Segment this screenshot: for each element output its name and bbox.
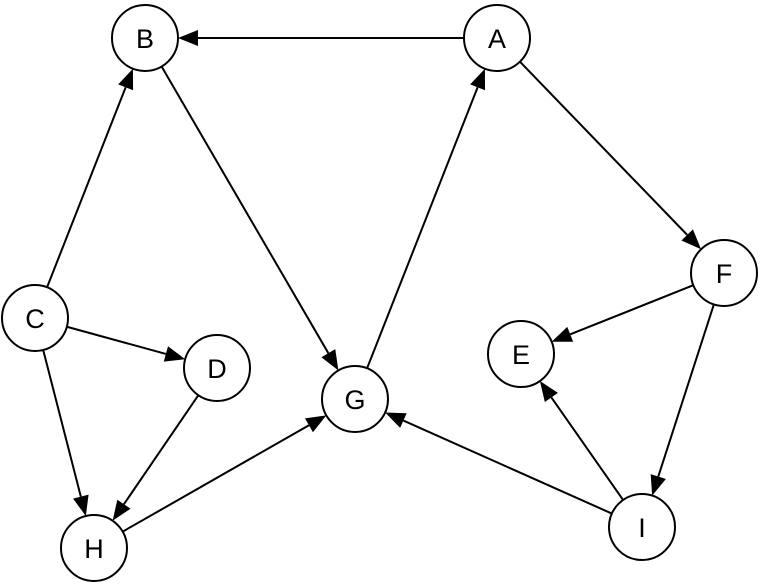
node-circle — [690, 239, 758, 307]
node-circle — [60, 514, 128, 582]
edge-line — [657, 304, 715, 477]
edge-A-B — [178, 30, 464, 46]
arrowhead-icon — [321, 349, 339, 371]
arrowhead-icon — [118, 68, 134, 91]
arrowhead-icon — [305, 415, 327, 433]
edge-line — [160, 66, 330, 354]
edge-C-B — [46, 68, 134, 288]
node-D: D — [183, 334, 251, 402]
arrowhead-icon — [112, 499, 131, 521]
node-G: G — [321, 365, 389, 433]
node-I: I — [608, 493, 676, 561]
edge-line — [123, 394, 200, 505]
arrowhead-icon — [551, 326, 574, 342]
edge-F-I — [650, 304, 715, 496]
arrowhead-icon — [73, 494, 89, 517]
node-label: G — [344, 385, 365, 415]
nodes-layer: A B C D E F G H I — [1, 4, 758, 582]
edge-A-F — [519, 61, 702, 250]
edge-line — [66, 325, 167, 355]
edge-B-G — [160, 66, 339, 371]
node-label: A — [488, 24, 506, 54]
edge-line — [550, 396, 624, 501]
node-label: C — [25, 304, 45, 334]
node-E: E — [487, 320, 555, 388]
node-circle — [487, 320, 555, 388]
node-A: A — [463, 4, 531, 72]
edge-C-D — [66, 325, 186, 362]
edge-G-A — [366, 68, 486, 369]
node-circle — [463, 4, 531, 72]
node-circle — [1, 284, 69, 352]
edge-line — [519, 61, 688, 236]
arrowhead-icon — [470, 68, 486, 91]
edge-I-G — [385, 412, 613, 515]
node-H: H — [60, 514, 128, 582]
edge-line — [42, 349, 82, 497]
node-label: F — [716, 259, 733, 289]
edge-D-H — [112, 394, 200, 521]
node-circle — [111, 4, 179, 72]
arrowhead-icon — [385, 412, 407, 428]
node-circle — [608, 493, 676, 561]
arrowhead-icon — [681, 229, 702, 250]
edge-line — [569, 284, 694, 336]
arrowhead-icon — [163, 346, 186, 362]
node-B: B — [111, 4, 179, 72]
arrowhead-icon — [650, 474, 666, 496]
node-C: C — [1, 284, 69, 352]
node-label: E — [512, 340, 530, 370]
edge-line — [46, 86, 127, 288]
edges-layer — [42, 30, 715, 533]
edge-line — [366, 86, 479, 369]
arrowhead-icon — [178, 30, 198, 46]
edge-C-H — [42, 349, 89, 517]
edge-line — [122, 424, 310, 533]
node-label: D — [207, 354, 227, 384]
edge-line — [402, 419, 613, 515]
node-label: B — [136, 24, 154, 54]
node-label: H — [84, 534, 104, 564]
node-circle — [183, 334, 251, 402]
edge-F-E — [551, 284, 694, 342]
node-F: F — [690, 239, 758, 307]
edge-H-G — [122, 415, 327, 533]
node-circle — [321, 365, 389, 433]
node-label: I — [638, 513, 646, 543]
arrowhead-icon — [539, 381, 558, 403]
edge-I-E — [539, 381, 624, 501]
